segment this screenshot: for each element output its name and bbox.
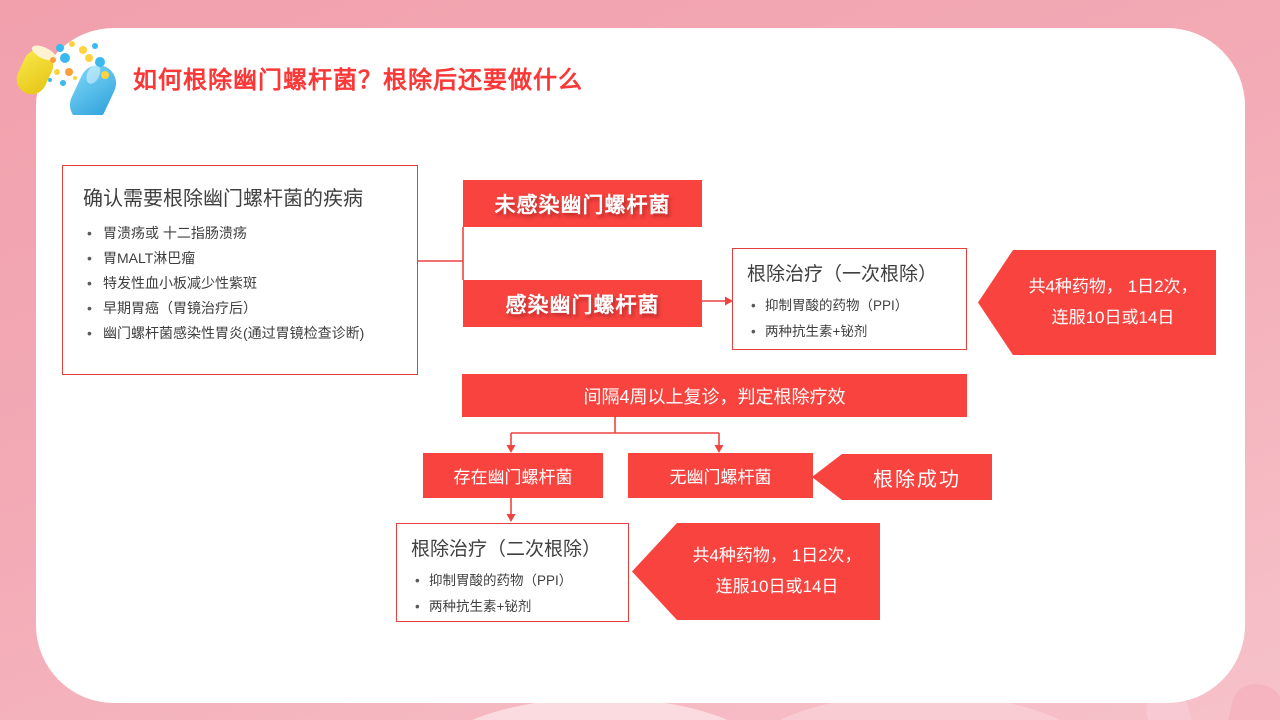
dosage-callout-2: 共4种药物， 1日2次， 连服10日或14日: [632, 523, 880, 620]
list-item: 特发性血小板减少性紫斑: [83, 271, 401, 296]
treatment1-box: 根除治疗（一次根除） 抑制胃酸的药物（PPI） 两种抗生素+铋剂: [732, 248, 967, 350]
dosage-callout-1: 共4种药物， 1日2次， 连服10日或14日: [978, 250, 1216, 355]
list-item: 早期胃癌（胃镜治疗后）: [83, 296, 401, 321]
list-item: 抑制胃酸的药物（PPI）: [411, 568, 616, 594]
treatment1-list: 抑制胃酸的药物（PPI） 两种抗生素+铋剂: [747, 293, 954, 344]
hp-present-box: 存在幽门螺杆菌: [423, 453, 603, 498]
capsule-blue: [69, 64, 117, 115]
treatment1-title: 根除治疗（一次根除）: [747, 264, 938, 285]
page-title: 如何根除幽门螺杆菌？根除后还要做什么: [133, 67, 583, 94]
treatment2-box: 根除治疗（二次根除） 抑制胃酸的药物（PPI） 两种抗生素+铋剂: [396, 523, 629, 622]
hp-absent-box: 无幽门螺杆菌: [628, 453, 813, 498]
treatment2-list: 抑制胃酸的药物（PPI） 两种抗生素+铋剂: [411, 568, 616, 619]
disease-box: 确认需要根除幽门螺杆菌的疾病 胃溃疡或 十二指肠溃疡 胃MALT淋巴瘤 特发性血…: [62, 165, 418, 375]
disease-list: 胃溃疡或 十二指肠溃疡 胃MALT淋巴瘤 特发性血小板减少性紫斑 早期胃癌（胃镜…: [83, 221, 401, 346]
list-item: 幽门螺杆菌感染性胃炎(通过胃镜检查诊断): [83, 321, 401, 346]
disease-box-title: 确认需要根除幽门螺杆菌的疾病: [83, 188, 363, 210]
recheck-bar: 间隔4周以上复诊，判定根除疗效: [462, 374, 967, 417]
list-item: 胃溃疡或 十二指肠溃疡: [83, 221, 401, 246]
dosage-line1: 共4种药物， 1日2次，: [1028, 276, 1198, 296]
capsule-granules: [48, 41, 109, 86]
capsule-half-yellow: [16, 45, 56, 95]
infected-box: 感染幽门螺杆菌: [463, 280, 702, 327]
dosage-line1: 共4种药物， 1日2次，: [692, 545, 862, 565]
bg-petal-shape: [1220, 679, 1280, 720]
dosage-line2: 连服10日或14日: [1051, 307, 1175, 327]
treatment2-title: 根除治疗（二次根除）: [411, 539, 602, 560]
list-item: 抑制胃酸的药物（PPI）: [747, 293, 954, 319]
list-item: 两种抗生素+铋剂: [411, 594, 616, 620]
list-item: 两种抗生素+铋剂: [747, 319, 954, 345]
list-item: 胃MALT淋巴瘤: [83, 246, 401, 271]
dosage-line2: 连服10日或14日: [715, 576, 839, 596]
not-infected-box: 未感染幽门螺杆菌: [463, 180, 702, 227]
success-callout: 根除成功: [812, 454, 992, 500]
capsule-icon: [16, 41, 117, 115]
